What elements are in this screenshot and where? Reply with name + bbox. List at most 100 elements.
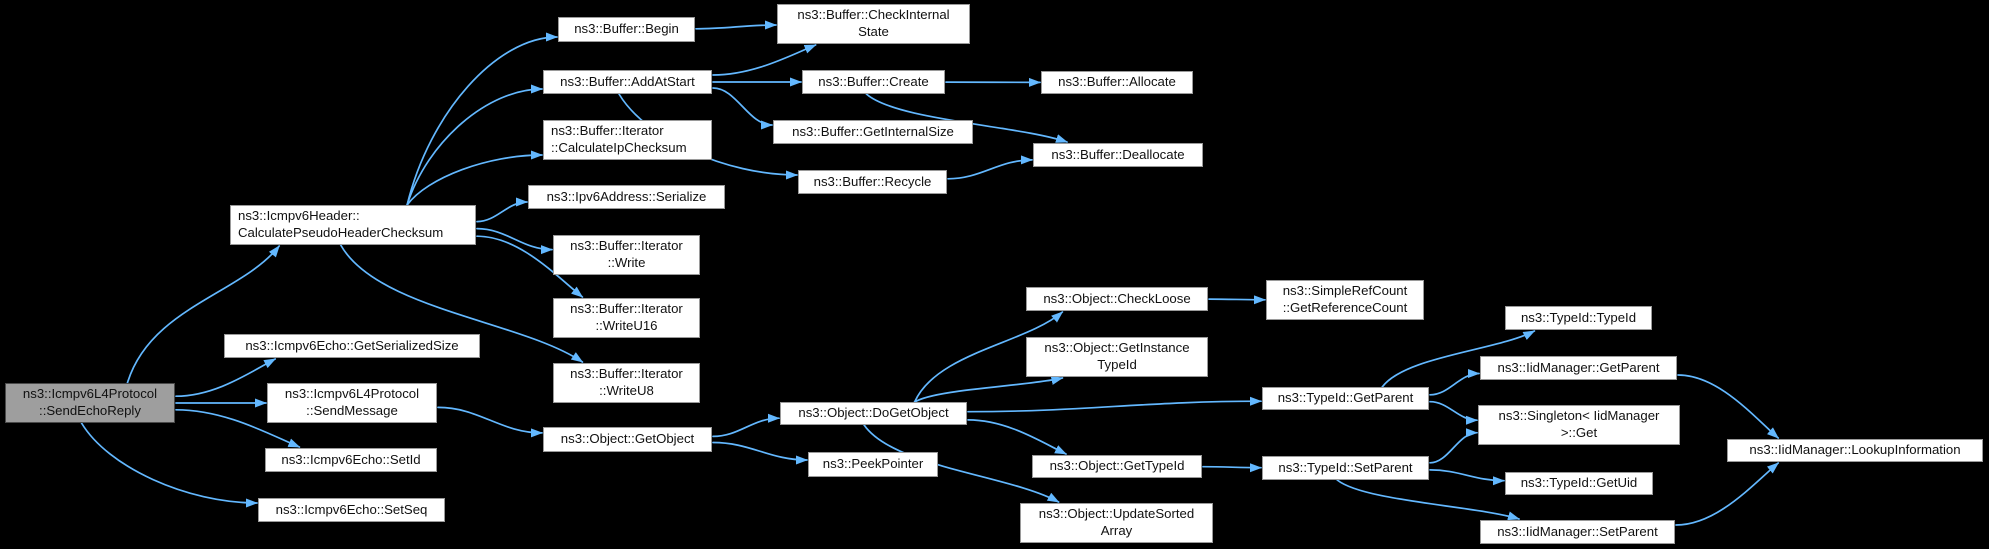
graph-node-get-object[interactable]: ns3::Object::GetObject [543, 427, 712, 452]
graph-node-buffer-begin[interactable]: ns3::Buffer::Begin [558, 17, 695, 42]
graph-node-typeid-set-parent[interactable]: ns3::TypeId::SetParent [1262, 456, 1429, 480]
graph-node-iter-writeu8[interactable]: ns3::Buffer::Iterator::WriteU8 [553, 363, 700, 403]
call-edge-typeid-set-parent-to-iid-set-parent [1336, 479, 1520, 521]
graph-node-send-message[interactable]: ns3::Icmpv6L4Protocol::SendMessage [267, 383, 437, 423]
graph-node-buffer-recycle[interactable]: ns3::Buffer::Recycle [798, 170, 947, 194]
graph-node-typeid-get-parent[interactable]: ns3::TypeId::GetParent [1262, 387, 1429, 410]
graph-node-singleton-get[interactable]: ns3::Singleton< IidManager>::Get [1478, 405, 1680, 445]
node-label-line: Array [1100, 523, 1133, 538]
call-edge-typeid-get-parent-to-typeid-typeid [1381, 330, 1536, 388]
node-label-line: ns3::Buffer::Iterator [570, 238, 683, 254]
node-label-line: ns3::Singleton< IidManager [1498, 408, 1660, 424]
graph-node-iter-write[interactable]: ns3::Buffer::Iterator::Write [553, 235, 700, 275]
call-edge-send-echo-reply-to-set-seq [80, 422, 258, 508]
call-edge-calc-pseudo-to-add-at-start [406, 84, 543, 206]
graph-node-lookup-info[interactable]: ns3::IidManager::LookupInformation [1727, 439, 1983, 462]
call-edge-do-get-object-to-typeid-get-parent [967, 396, 1262, 413]
call-edge-do-get-object-to-check-loose [913, 311, 1064, 403]
node-label-line: ::CalculateIpChecksum [551, 140, 687, 155]
call-edge-get-typeid-to-typeid-set-parent [1202, 463, 1262, 473]
graph-node-buffer-allocate[interactable]: ns3::Buffer::Allocate [1041, 71, 1193, 94]
graph-node-iter-writeu16[interactable]: ns3::Buffer::Iterator::WriteU16 [553, 298, 700, 338]
node-label-line: ns3::Icmpv6Echo::SetSeq [275, 501, 428, 517]
node-label-line: ns3::Object::CheckLoose [1043, 290, 1191, 306]
node-label-line: ::WriteU16 [595, 318, 658, 333]
call-edge-calc-pseudo-to-calc-ip-checksum [406, 150, 543, 206]
graph-node-typeid-typeid[interactable]: ns3::TypeId::TypeId [1505, 306, 1652, 330]
node-label-line: ns3::PeekPointer [822, 456, 924, 472]
node-label-line: CalculatePseudoHeaderChecksum [238, 225, 444, 240]
node-label-line: ns3::Buffer::GetInternalSize [792, 123, 954, 139]
node-label-line: ns3::Object::UpdateSorted [1038, 506, 1195, 522]
node-label-line: ns3::TypeId::SetParent [1278, 459, 1413, 475]
node-label-line: ns3::Buffer::Begin [574, 21, 679, 37]
graph-node-iid-get-parent[interactable]: ns3::IidManager::GetParent [1480, 356, 1677, 380]
node-label-line: ns3::Object::GetObject [560, 431, 695, 447]
node-label-line: State [858, 24, 889, 39]
node-label-line: ::GetReferenceCount [1282, 300, 1408, 315]
call-edge-do-get-object-to-update-sorted [863, 424, 1060, 503]
graph-node-ipv6-serialize[interactable]: ns3::Ipv6Address::Serialize [528, 185, 725, 209]
node-label-line: ns3::Icmpv6L4Protocol [284, 386, 420, 402]
graph-node-calc-ip-checksum[interactable]: ns3::Buffer::Iterator::CalculateIpChecks… [543, 120, 712, 160]
graph-node-set-id[interactable]: ns3::Icmpv6Echo::SetId [265, 448, 437, 472]
node-label-line: ns3::IidManager::GetParent [1497, 359, 1660, 375]
call-edge-calc-pseudo-to-iter-writeu16 [476, 235, 584, 298]
node-label-line: ns3::TypeId::TypeId [1520, 309, 1637, 325]
call-edge-send-echo-reply-to-calc-pseudo [126, 245, 281, 384]
node-label-line: ns3::Icmpv6Header:: [238, 208, 360, 224]
call-edge-buffer-begin-to-check-internal [695, 20, 777, 30]
call-edge-buffer-recycle-to-buffer-deallocate [947, 155, 1033, 180]
graph-node-get-typeid[interactable]: ns3::Object::GetTypeId [1032, 455, 1202, 478]
node-label-line: ns3::Buffer::Create [818, 73, 929, 89]
graph-node-buffer-deallocate[interactable]: ns3::Buffer::Deallocate [1033, 143, 1203, 167]
node-label-line: >::Get [1560, 425, 1598, 440]
node-label-line: ns3::Object::DoGetObject [798, 405, 949, 421]
call-edge-add-at-start-to-check-internal [712, 44, 817, 76]
call-edge-typeid-set-parent-to-typeid-get-uid [1429, 469, 1505, 486]
node-label-line: ns3::Ipv6Address::Serialize [546, 188, 707, 204]
node-label-line: ns3::Buffer::Iterator [570, 301, 683, 317]
call-edge-calc-pseudo-to-buffer-begin [406, 32, 558, 206]
node-label-line: ns3::Buffer::Deallocate [1051, 146, 1185, 162]
graph-node-get-ref-count[interactable]: ns3::SimpleRefCount::GetReferenceCount [1266, 280, 1424, 320]
graph-node-calc-pseudo[interactable]: ns3::Icmpv6Header::CalculatePseudoHeader… [230, 205, 476, 245]
node-label-line: ns3::TypeId::GetUid [1520, 475, 1638, 491]
node-label-line: ns3::IidManager::LookupInformation [1749, 442, 1961, 458]
call-edge-get-object-to-peek-pointer [712, 441, 808, 465]
call-edge-typeid-set-parent-to-singleton-get [1429, 428, 1478, 464]
graph-node-get-serialized-size[interactable]: ns3::Icmpv6Echo::GetSerializedSize [224, 334, 480, 358]
graph-node-add-at-start[interactable]: ns3::Buffer::AddAtStart [543, 70, 712, 94]
call-edge-add-at-start-to-get-internal-size [712, 87, 773, 130]
node-label-line: ns3::Object::GetTypeId [1049, 458, 1185, 474]
node-label-line: TypeId [1097, 357, 1137, 372]
graph-node-check-loose[interactable]: ns3::Object::CheckLoose [1026, 287, 1208, 311]
node-label-line: ::SendEchoReply [39, 403, 141, 418]
graph-node-peek-pointer[interactable]: ns3::PeekPointer [808, 452, 938, 477]
call-edge-typeid-get-parent-to-iid-get-parent [1429, 369, 1480, 396]
call-edge-iid-set-parent-to-lookup-info [1675, 462, 1780, 526]
call-edge-send-echo-reply-to-set-id [175, 408, 301, 448]
call-edge-calc-pseudo-to-iter-write [476, 227, 553, 255]
graph-node-typeid-get-uid[interactable]: ns3::TypeId::GetUid [1505, 472, 1653, 495]
graph-node-buffer-create[interactable]: ns3::Buffer::Create [802, 70, 945, 94]
node-label-line: ::Write [607, 255, 646, 270]
graph-node-set-seq[interactable]: ns3::Icmpv6Echo::SetSeq [258, 498, 445, 522]
node-label-line: ::WriteU8 [599, 383, 654, 398]
call-edge-calc-pseudo-to-iter-writeu8 [339, 244, 584, 363]
graph-node-do-get-object[interactable]: ns3::Object::DoGetObject [780, 402, 967, 425]
node-label-line: ns3::Buffer::Recycle [813, 173, 932, 189]
graph-node-get-internal-size[interactable]: ns3::Buffer::GetInternalSize [773, 120, 973, 144]
node-label-line: ns3::IidManager::SetParent [1497, 523, 1658, 539]
node-label-line: ns3::Buffer::CheckInternal [797, 7, 950, 23]
graph-node-iid-set-parent[interactable]: ns3::IidManager::SetParent [1480, 520, 1675, 544]
node-label-line: ns3::Icmpv6L4Protocol [22, 386, 158, 402]
node-label-line: ns3::Buffer::Iterator [551, 123, 664, 139]
node-label-line: ns3::TypeId::GetParent [1277, 390, 1414, 406]
node-label-line: ns3::Buffer::Allocate [1058, 74, 1176, 90]
call-edge-get-object-to-do-get-object [712, 413, 780, 438]
